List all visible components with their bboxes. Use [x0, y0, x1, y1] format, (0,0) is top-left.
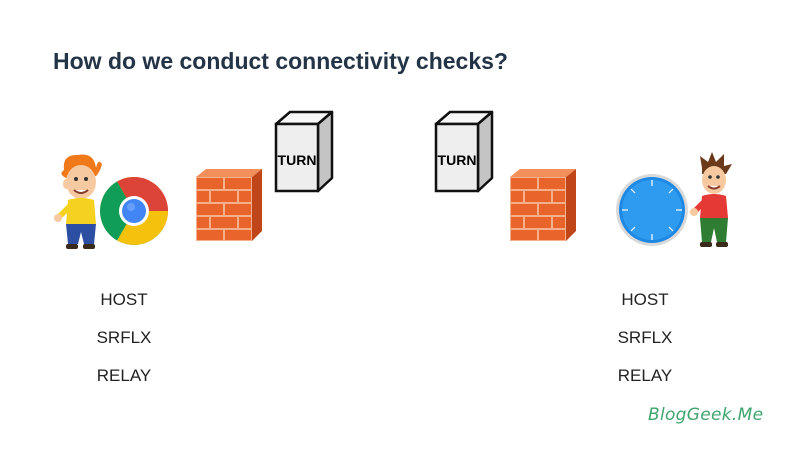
right-candidate-host: HOST: [621, 290, 669, 309]
left-candidate-host: HOST: [100, 290, 148, 309]
safari-browser-icon: [614, 172, 690, 248]
left-candidate-relay: RELAY: [96, 366, 152, 385]
right-turn-server-icon: TURN: [432, 108, 494, 194]
left-person-icon: [52, 152, 112, 250]
right-turn-label: TURN: [438, 152, 477, 168]
brand-logo: BlogGeek.Me: [648, 405, 764, 425]
right-candidate-srflx: SRFLX: [617, 328, 673, 347]
left-turn-label: TURN: [278, 152, 317, 168]
right-person-icon: [690, 152, 738, 250]
left-candidate-srflx: SRFLX: [96, 328, 152, 347]
left-firewall-icon: [192, 167, 264, 243]
chrome-browser-icon: [98, 175, 170, 247]
right-candidate-relay: RELAY: [617, 366, 673, 385]
right-firewall-icon: [506, 167, 578, 243]
left-turn-server-icon: TURN: [272, 108, 334, 194]
slide-title: How do we conduct connectivity checks?: [53, 48, 508, 74]
